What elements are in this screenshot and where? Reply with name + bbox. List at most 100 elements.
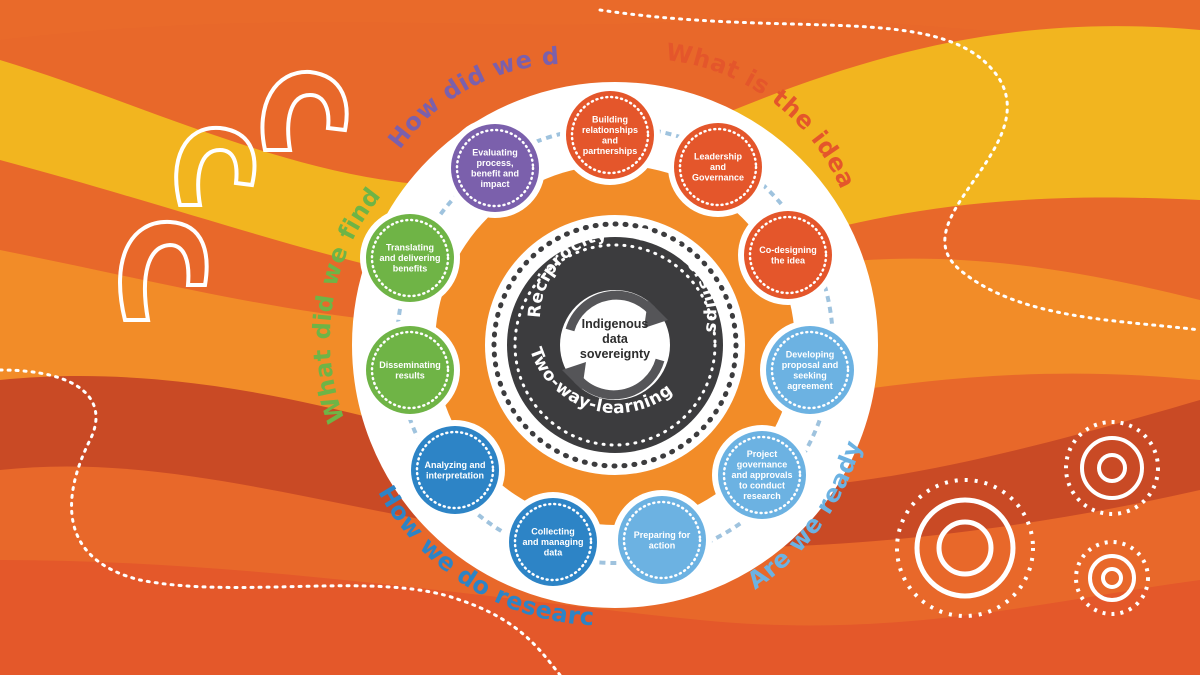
u-symbol-2 (174, 125, 257, 207)
node-label-line: action (649, 540, 676, 550)
node-fill (744, 211, 832, 299)
cycle-arrow-bottom-icon (571, 358, 665, 400)
node-fill (718, 431, 806, 519)
node-label-line: Project (747, 449, 778, 459)
node-label-line: benefits (393, 264, 428, 274)
node-label-line: Translating (386, 243, 434, 253)
node-label-line: Disseminating (379, 360, 441, 370)
node-dotted-ring (570, 95, 650, 175)
concentric-top-mid (1080, 436, 1144, 500)
node-label-line: and (710, 162, 726, 172)
node-dotted-ring (513, 502, 593, 582)
concentric-top-inner (1097, 453, 1127, 483)
cycle-arrow-top-icon (565, 290, 659, 332)
node-fill (509, 498, 597, 586)
node-label-line: benefit and (471, 168, 519, 178)
node-fill (451, 124, 539, 212)
background-red-band (0, 376, 1200, 548)
node-dotted-ring (455, 128, 535, 208)
node-fill (411, 426, 499, 514)
node-label-line: Co-designing (759, 245, 817, 255)
u-symbol-1 (118, 219, 209, 322)
node-label-line: interpretation (426, 470, 484, 480)
u-symbols (118, 69, 349, 322)
node-fill (366, 326, 454, 414)
node-dotted-ring (415, 430, 495, 510)
center-line-2: data (602, 332, 629, 346)
center-line-3: sovereignty (580, 347, 650, 361)
background-top-orange-band (0, 0, 1200, 40)
node-label-line: Building (592, 114, 628, 124)
background-yellow-band (0, 26, 1200, 294)
node-label-line: Evaluating (472, 147, 518, 157)
node-fill (618, 496, 706, 584)
concentric-small-mid (1088, 554, 1136, 602)
concentric-small-inner (1101, 567, 1123, 589)
node-fill (566, 91, 654, 179)
node-label-line: Collecting (531, 527, 575, 537)
center-ring: Indigenous data sovereignty Reciprocity … (485, 215, 745, 475)
node-label-line: and approvals (731, 470, 792, 480)
node-label-line: governance (737, 460, 788, 470)
node-label-line: Governance (692, 173, 744, 183)
node-label-line: Leadership (694, 152, 743, 162)
track-left (0, 368, 562, 675)
node-label-line: research (743, 491, 781, 501)
node-label-line: data (544, 548, 564, 558)
node-fill (766, 326, 854, 414)
node-label-line: Preparing for (634, 530, 691, 540)
concentric-large-mid (914, 497, 1016, 599)
cycle-arrowhead-bottom-icon (562, 362, 586, 390)
node-label-line: partnerships (583, 146, 638, 156)
center-dotted-ring (491, 221, 739, 469)
node-label-line: agreement (787, 381, 833, 391)
track-right (598, 8, 1200, 332)
node-label-line: and (602, 135, 618, 145)
node-dotted-ring (370, 330, 450, 410)
concentric-top-outer (1064, 420, 1160, 516)
background-bottom-band (0, 560, 1200, 675)
node-dotted-ring (622, 500, 702, 580)
node-dotted-ring (370, 218, 450, 298)
node-label-line: impact (480, 179, 509, 189)
node-fill (674, 123, 762, 211)
node-dotted-ring (748, 215, 828, 295)
concentric-small-outer (1074, 540, 1150, 616)
concentric-large-outer (895, 478, 1035, 618)
center-inner-dotted (513, 243, 717, 447)
node-label-line: relationships (582, 125, 638, 135)
node-dotted-ring (770, 330, 850, 410)
u-symbol-3 (260, 69, 349, 152)
node-label-line: Analyzing and (424, 460, 485, 470)
concentric-circles (895, 420, 1160, 618)
node-label-line: process, (476, 158, 513, 168)
node-label-line: and delivering (379, 253, 440, 263)
node-label-line: results (395, 370, 425, 380)
node-dotted-ring (678, 127, 758, 207)
concentric-large-inner (936, 519, 994, 577)
center-line-1: Indigenous (582, 317, 649, 331)
node-label-line: seeking (793, 370, 827, 380)
cycle-arrowhead-top-icon (644, 300, 668, 328)
node-fill (366, 214, 454, 302)
dotted-tracks (0, 8, 1200, 675)
node-label-line: and managing (522, 537, 583, 547)
node-label-line: proposal and (782, 360, 839, 370)
node-dotted-ring (722, 435, 802, 515)
node-label-line: Developing (786, 349, 835, 359)
node-label-line: the idea (771, 255, 806, 265)
center-white-disc (560, 290, 670, 400)
